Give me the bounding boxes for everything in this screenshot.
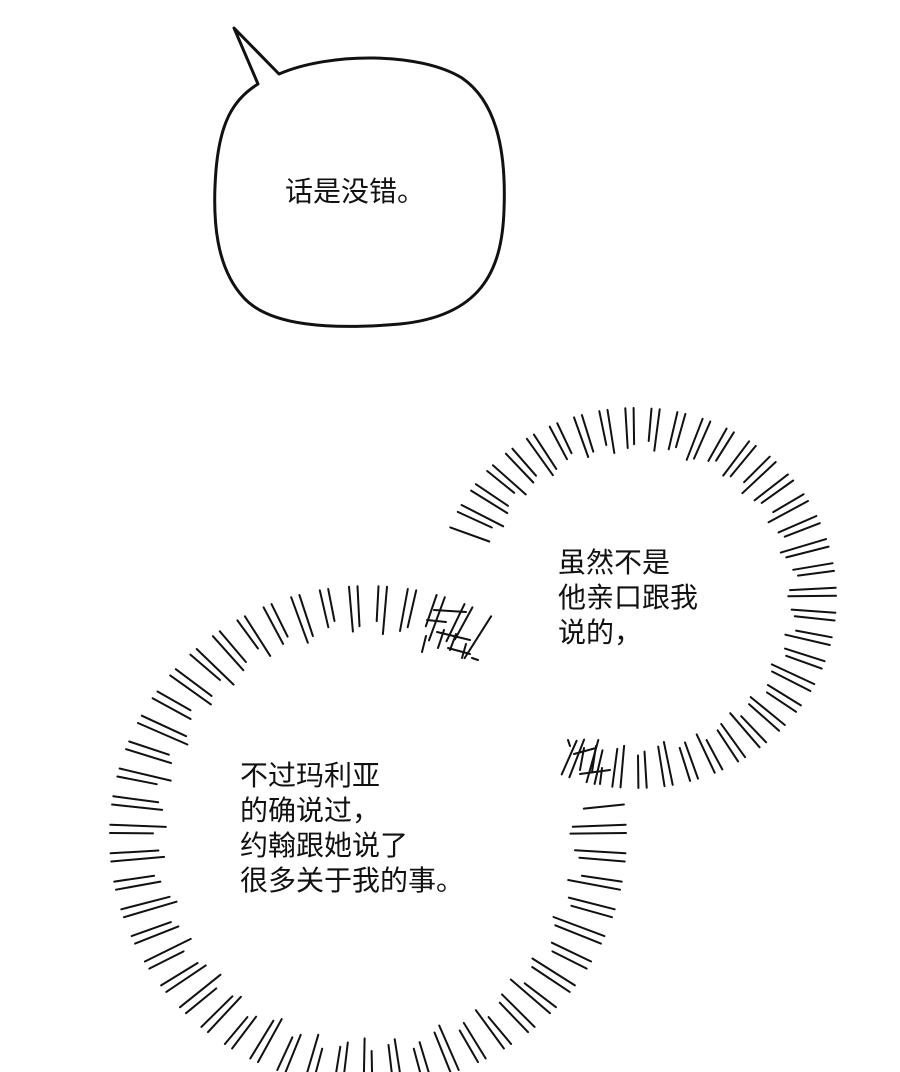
burst-bubble-right-text: 虽然不是 他亲口跟我 说的，: [558, 546, 699, 649]
overlap-scribble: [421, 609, 611, 785]
burst-bubble-left: [109, 585, 627, 1072]
speech-bubble-text: 话是没错。: [285, 175, 426, 208]
burst-bubble-right: [449, 407, 837, 789]
burst-bubble-left-text: 不过玛利亚 的确说过， 约翰跟她说了 很多关于我的事。: [240, 759, 465, 897]
speech-bubble: [213, 26, 506, 328]
